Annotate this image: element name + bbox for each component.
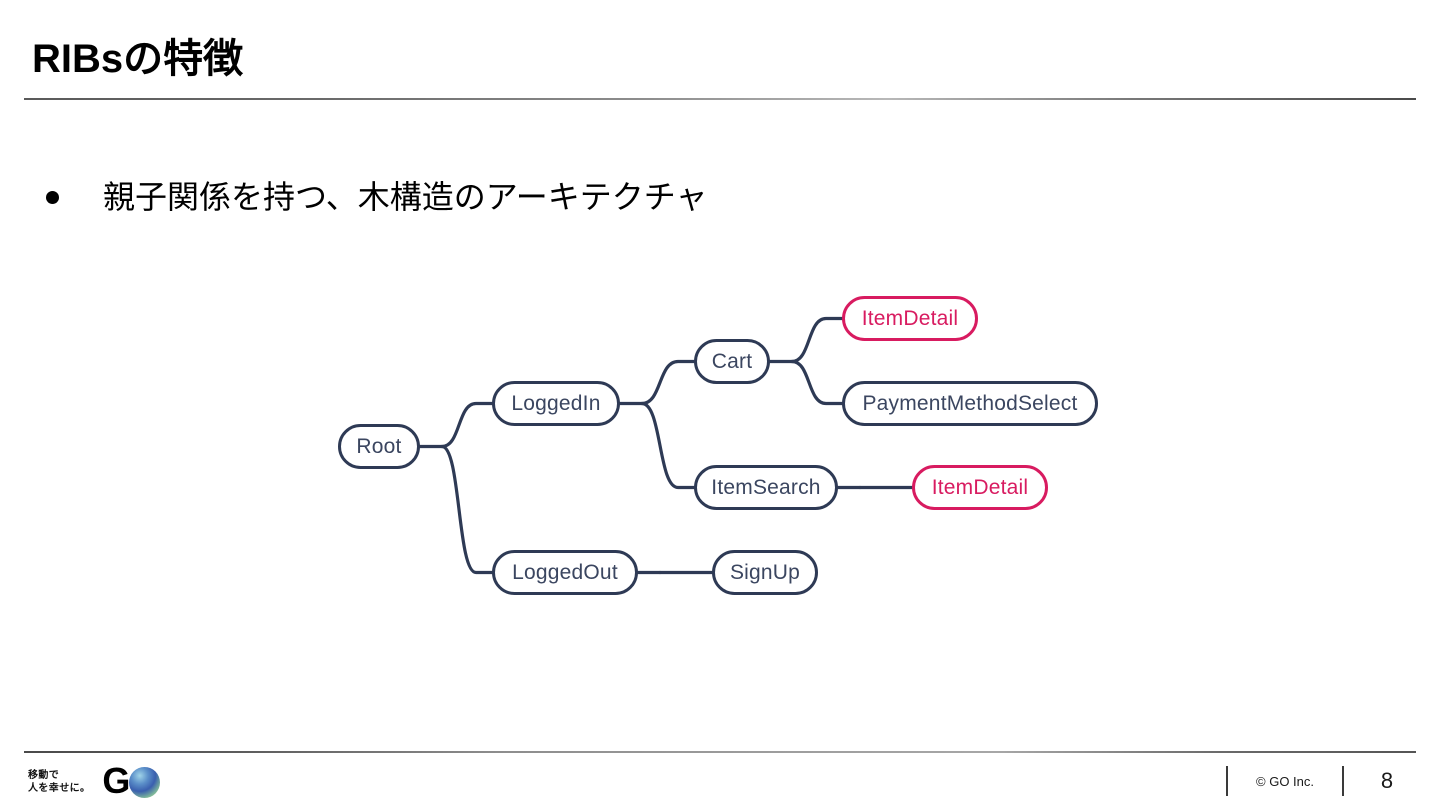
diagram-edge-loggedin-to-itemsearch: [640, 401, 696, 490]
footer-separator-right: [1342, 766, 1344, 796]
page-title: RIBsの特徴: [32, 37, 244, 81]
bullet-dot-icon: [46, 190, 59, 204]
copyright-text: © GO Inc.: [1256, 773, 1314, 789]
logo-tagline-line1: 移動で: [28, 769, 60, 781]
bullet-list-item: 親子関係を持つ、木構造のアーキテクチャ: [46, 178, 707, 216]
diagram-node-signup: SignUp: [712, 550, 818, 595]
diagram-node-label: LoggedOut: [512, 560, 618, 584]
diagram-node-label: SignUp: [729, 560, 801, 584]
diagram-node-label: ItemDetail: [861, 306, 959, 330]
diagram-node-root: Root: [338, 424, 420, 469]
logo-letter-g: G: [102, 760, 130, 801]
bullet-text: 親子関係を持つ、木構造のアーキテクチャ: [103, 179, 708, 215]
logo-tagline-line2: 人を幸せに。: [28, 783, 91, 794]
diagram-node-label: LoggedIn: [511, 391, 601, 415]
footer-divider: [24, 751, 1416, 753]
diagram-edge-cart-to-paymentmethodselect: [790, 359, 844, 406]
header-divider: [24, 98, 1416, 100]
diagram-edge-root-to-loggedout: [440, 444, 494, 575]
diagram-edge-loggedin-to-cart: [640, 359, 696, 406]
diagram-edge-cart-to-itemdetail-cart: [790, 316, 844, 364]
diagram-edge-root-to-loggedin: [440, 401, 494, 449]
diagram-node-label: Cart: [711, 349, 753, 373]
diagram-node-loggedout: LoggedOut: [492, 550, 638, 595]
footer-separator-left: [1226, 766, 1229, 796]
diagram-node-itemdetail-search: ItemDetail: [912, 465, 1048, 510]
footer-meta: © GO Inc. 8: [1226, 762, 1416, 800]
diagram-node-itemdetail-cart: ItemDetail: [842, 296, 978, 341]
diagram-node-label: ItemDetail: [931, 475, 1029, 499]
diagram-node-cart: Cart: [694, 339, 770, 384]
page-number: 8: [1380, 768, 1394, 793]
diagram-node-itemsearch: ItemSearch: [694, 465, 838, 510]
logo-tagline: 移動で 人を幸せに。: [28, 769, 90, 796]
diagram-node-label: PaymentMethodSelect: [862, 391, 1078, 415]
diagram-node-loggedin: LoggedIn: [492, 381, 620, 426]
diagram-node-paymentmethodselect: PaymentMethodSelect: [842, 381, 1098, 426]
go-logo: 移動で 人を幸せに。 G: [28, 762, 174, 802]
diagram-node-label: ItemSearch: [711, 475, 821, 499]
diagram-node-label: Root: [356, 434, 402, 458]
go-sphere-icon: [129, 767, 161, 798]
go-mark-icon: G: [102, 760, 174, 801]
